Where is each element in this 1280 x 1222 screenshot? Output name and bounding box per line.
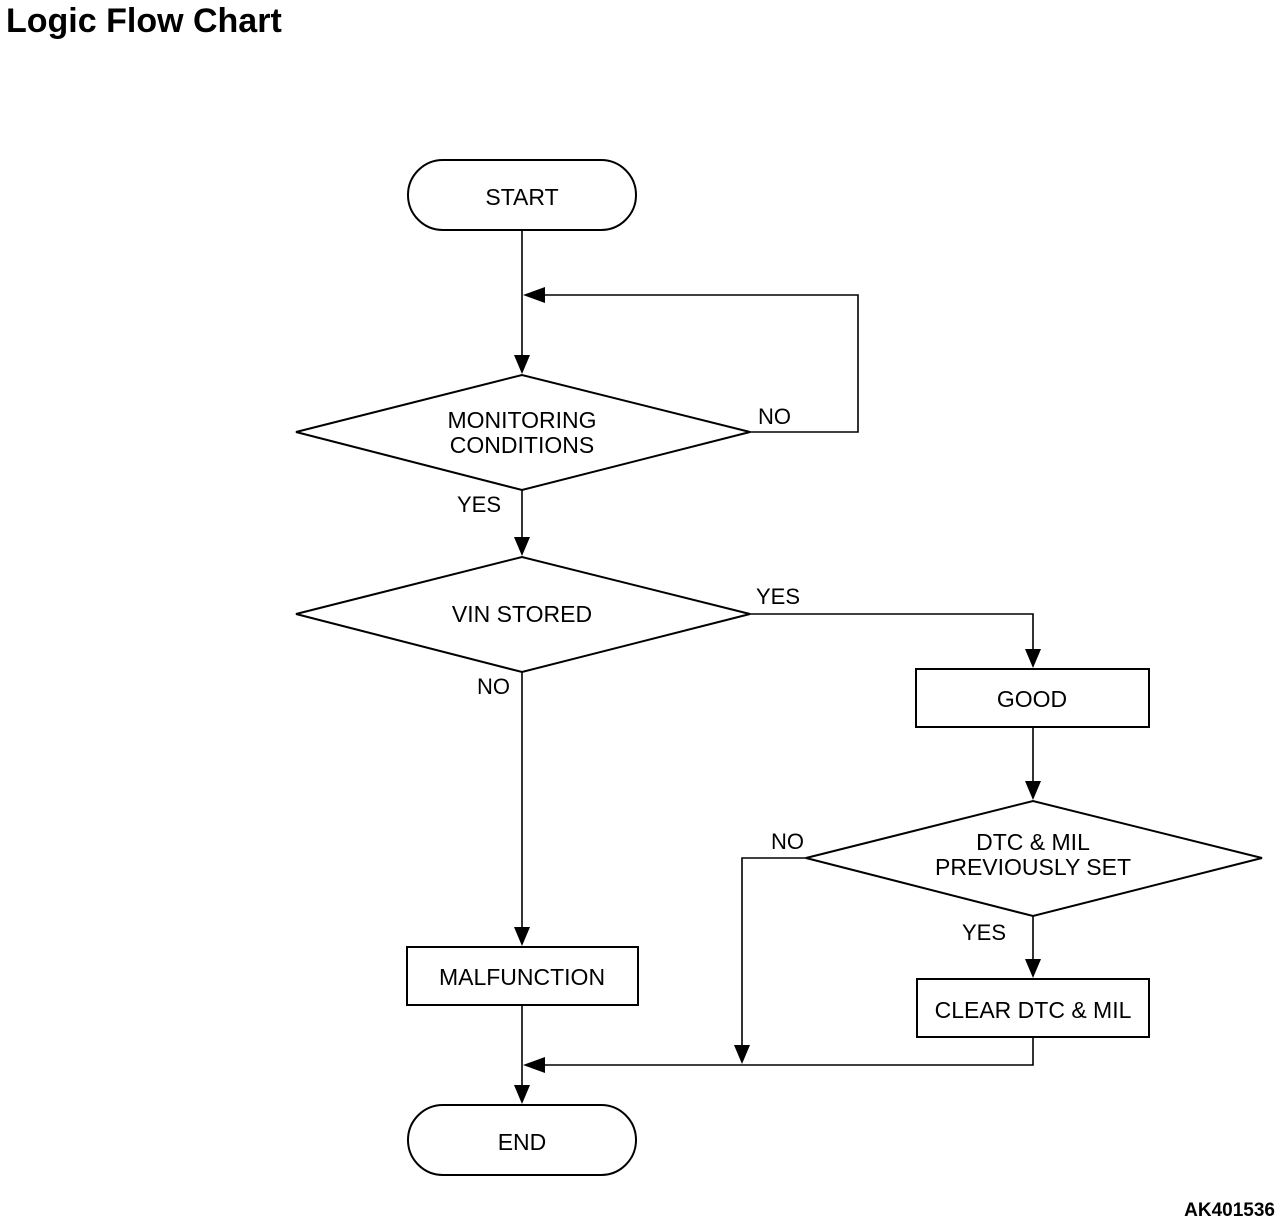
edge-label-vin-no: NO (477, 674, 510, 699)
node-end-label: END (498, 1129, 547, 1155)
node-start: START (407, 159, 637, 231)
arrowhead-down (514, 355, 530, 374)
arrowheads (514, 287, 1041, 1104)
node-monitoring-label-line2: CONDITIONS (450, 432, 594, 458)
node-dtc-label-line2: PREVIOUSLY SET (935, 854, 1131, 880)
edge-label-vin-yes: YES (756, 584, 800, 609)
edge-monitoring-no-loop (542, 294, 859, 433)
figure-code: AK401536 (1184, 1200, 1275, 1221)
node-clear-label: CLEAR DTC & MIL (935, 997, 1132, 1023)
arrowhead-down (514, 1085, 530, 1104)
edge-dtc-no (741, 857, 806, 1048)
arrowhead-down (1025, 781, 1041, 800)
node-vin-stored-label: VIN STORED (452, 601, 592, 627)
node-dtc-label-line1: DTC & MIL (976, 829, 1090, 855)
edge-labels: NO YES YES NO NO YES (457, 404, 1006, 945)
edge-vin-yes (750, 613, 1034, 652)
page-title: Logic Flow Chart (6, 2, 282, 40)
edge-label-dtc-yes: YES (962, 920, 1006, 945)
connectors (521, 230, 1034, 1088)
arrowhead-left (523, 1057, 545, 1073)
arrowhead-down (734, 1045, 750, 1064)
edge-label-dtc-no: NO (771, 829, 804, 854)
edge-label-monitoring-yes: YES (457, 492, 501, 517)
node-end: END (407, 1104, 637, 1176)
arrowhead-down (1025, 649, 1041, 668)
arrowhead-down (1025, 959, 1041, 978)
node-malfunction-label: MALFUNCTION (439, 964, 605, 990)
node-monitoring-conditions: MONITORING CONDITIONS (295, 373, 751, 492)
node-clear-dtc-mil: CLEAR DTC & MIL (916, 978, 1150, 1038)
node-dtc-mil-previously-set: DTC & MIL PREVIOUSLY SET (805, 799, 1263, 918)
node-good-label: GOOD (997, 686, 1067, 712)
node-monitoring-label-line1: MONITORING (447, 407, 596, 433)
edge-label-monitoring-no: NO (758, 404, 791, 429)
node-malfunction: MALFUNCTION (406, 946, 639, 1006)
arrowhead-down (514, 927, 530, 946)
edge-clear-to-merge (542, 1037, 1034, 1066)
node-start-label: START (485, 184, 558, 210)
arrowhead-left (523, 287, 545, 303)
arrowhead-down (514, 537, 530, 556)
node-vin-stored: VIN STORED (295, 555, 751, 674)
node-good: GOOD (915, 668, 1150, 728)
